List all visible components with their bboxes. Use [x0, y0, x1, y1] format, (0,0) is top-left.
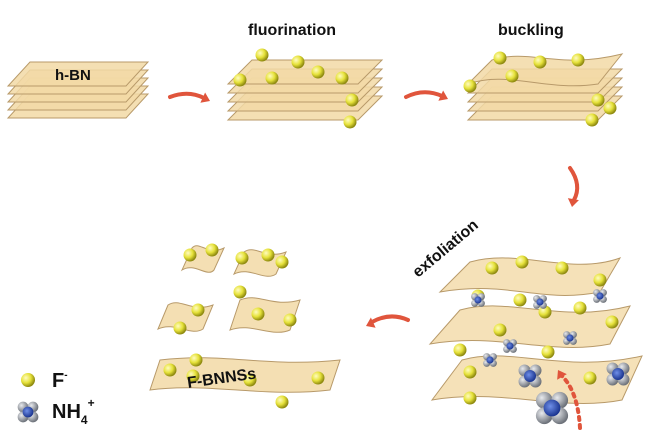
nitrogen-atom — [543, 399, 561, 417]
label-fluorination: fluorination — [248, 22, 336, 39]
fluoride-sphere — [235, 251, 249, 265]
fluoride-sphere — [605, 315, 619, 329]
label-buckling: buckling — [498, 22, 564, 39]
fluoride-sphere — [591, 93, 605, 107]
fluoride-sphere — [251, 307, 265, 321]
arrowhead — [366, 317, 376, 328]
fluoride-sphere — [183, 248, 197, 262]
fluoride-sphere — [583, 371, 597, 385]
fluoride-sphere — [243, 373, 257, 387]
ammonium-ion — [533, 295, 547, 309]
fluoride-sphere — [585, 113, 599, 127]
fluoride-sphere — [463, 391, 477, 405]
fluoride-sphere — [485, 261, 499, 275]
legend-fluoride-sphere-icon — [21, 373, 35, 387]
fluoride-sphere — [533, 55, 547, 69]
arrowhead — [567, 198, 579, 207]
arrow-exfoliation-to-product — [370, 314, 410, 324]
arrow-fluorination-to-buckling — [404, 90, 444, 99]
fluoride-sphere — [191, 303, 205, 317]
ammonium-ions-layer — [471, 289, 630, 425]
legend-ammonium-label: NH4+ — [52, 396, 95, 427]
legend-fluoride-label: F- — [52, 370, 68, 392]
fluoride-sphere — [541, 345, 555, 359]
arrowhead — [200, 92, 210, 103]
fluoride-sphere — [265, 71, 279, 85]
fluoride-sphere — [311, 371, 325, 385]
fluoride-sphere — [261, 248, 275, 262]
fluoride-sphere — [275, 255, 289, 269]
fluoride-sphere — [515, 255, 529, 269]
ammonium-ion — [471, 293, 485, 307]
legend: F- NH4+ — [17, 370, 95, 427]
fluoride-sphere — [463, 365, 477, 379]
arrow-buckling-to-exfoliation — [568, 166, 580, 202]
f-bnns-flake — [149, 357, 341, 393]
ammonium-ion — [503, 339, 517, 353]
arrow-intercalation — [560, 374, 582, 430]
exfoliated-sheet — [438, 257, 622, 296]
ammonium-ion — [563, 331, 577, 345]
fluoride-sphere — [538, 305, 552, 319]
arrowhead — [557, 370, 567, 380]
fluoride-sphere — [463, 79, 477, 93]
legend-ammonium-ion-icon — [17, 401, 39, 423]
fluoride-sphere — [275, 395, 289, 409]
fluoride-sphere — [233, 73, 247, 87]
fluoride-sphere — [173, 321, 187, 335]
fluoride-sphere — [335, 71, 349, 85]
arrows-layer — [168, 90, 582, 430]
nitrogen-atom — [596, 292, 604, 300]
ammonium-ion — [593, 289, 607, 303]
fluoride-sphere — [163, 363, 177, 377]
ammonium-ion — [535, 391, 569, 425]
nitrogen-atom — [536, 298, 544, 306]
fluoride-sphere — [291, 55, 305, 69]
fluoride-sphere — [493, 51, 507, 65]
nitrogen-atom — [612, 368, 624, 380]
fluoride-sphere — [603, 101, 617, 115]
fluoride-sphere — [233, 285, 247, 299]
ammonium-ion — [17, 401, 39, 423]
sheets-layer — [6, 53, 643, 404]
fluoride-sphere — [343, 115, 357, 129]
hbn-stack-layer — [6, 61, 150, 87]
fluoride-sphere — [505, 69, 519, 83]
fluoride-sphere — [593, 273, 607, 287]
fluoride-sphere — [311, 65, 325, 79]
ammonium-ion — [606, 362, 630, 386]
nitrogen-atom — [506, 342, 514, 350]
nitrogen-atom — [486, 356, 494, 364]
fluoride-sphere — [255, 48, 269, 62]
fluoride-sphere — [186, 369, 200, 383]
fluoride-sphere — [205, 243, 219, 257]
nitrogen-atom — [474, 296, 482, 304]
fluoride-sphere — [493, 323, 507, 337]
fluoride-sphere — [453, 343, 467, 357]
f-bnns-flake — [229, 297, 301, 333]
label-hbn: h-BN — [55, 67, 91, 84]
arrow-hbn-to-fluorination — [168, 91, 206, 100]
ammonium-ion — [518, 364, 542, 388]
fluoride-sphere — [283, 313, 297, 327]
ammonium-ion — [483, 353, 497, 367]
arrowhead — [438, 90, 448, 101]
nitrogen-atom — [22, 406, 34, 418]
fluoride-sphere — [555, 261, 569, 275]
fluoride-sphere — [513, 293, 527, 307]
fluoride-spheres-layer — [163, 48, 619, 409]
fluoride-sphere — [189, 353, 203, 367]
fluoride-sphere — [345, 93, 359, 107]
nitrogen-atom — [566, 334, 574, 342]
fluoride-sphere — [571, 53, 585, 67]
fluorinated-stack-layer — [226, 59, 384, 85]
exfoliated-sheet — [428, 305, 631, 348]
nitrogen-atom — [524, 370, 536, 382]
fluoride-sphere — [573, 301, 587, 315]
